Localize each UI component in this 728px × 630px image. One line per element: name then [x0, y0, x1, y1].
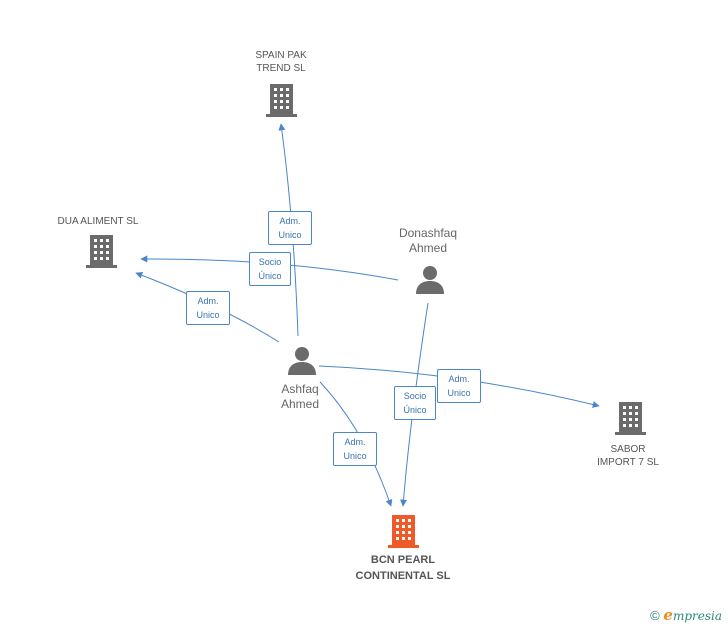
- copyright-brand: © empresia: [650, 606, 722, 624]
- building-icon: [615, 402, 646, 435]
- edge-label-donashfaq-dua[interactable]: Socio Único: [249, 252, 291, 286]
- node-label-dua-aliment[interactable]: DUA ALIMENT SL: [57, 216, 139, 227]
- building-icon: [266, 84, 297, 117]
- building-icon: [86, 235, 117, 268]
- node-label-ashfaq[interactable]: Ashfaq Ahmed: [280, 382, 320, 411]
- building-focus-icon: [388, 515, 419, 548]
- edge-label-ashfaq-spain[interactable]: Adm. Unico: [268, 211, 312, 245]
- edge-label-ashfaq-bcn[interactable]: Adm. Unico: [333, 432, 377, 466]
- person-icon: [288, 347, 316, 375]
- person-icon: [416, 266, 444, 294]
- copyright-icon: ©: [650, 608, 660, 623]
- node-label-spain-pak[interactable]: SPAIN PAK TREND SL: [255, 50, 307, 74]
- edge-label-ashfaq-dua[interactable]: Adm. Unico: [186, 291, 230, 325]
- edge-label-donashfaq-bcn[interactable]: Socio Único: [394, 386, 436, 420]
- node-label-donashfaq[interactable]: Donashfaq Ahmed: [398, 226, 458, 255]
- node-label-bcn-pearl[interactable]: BCN PEARL CONTINENTAL SL: [355, 554, 451, 582]
- node-label-sabor[interactable]: SABOR IMPORT 7 SL: [597, 444, 659, 468]
- edge-label-ashfaq-sabor[interactable]: Adm. Unico: [437, 369, 481, 403]
- brand-logo: empresia: [663, 606, 722, 624]
